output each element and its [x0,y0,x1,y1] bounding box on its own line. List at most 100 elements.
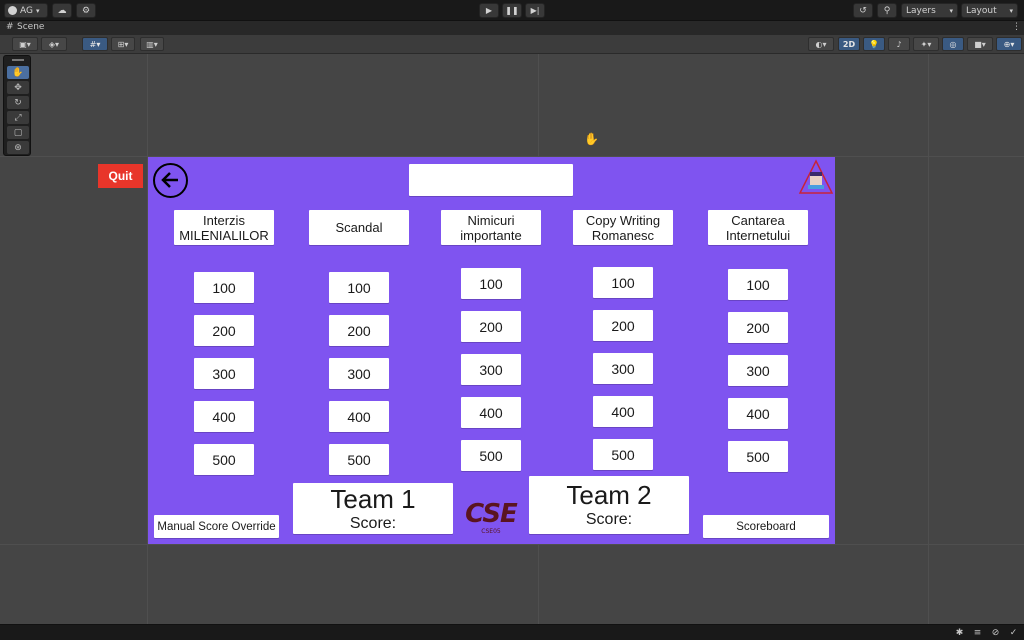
snap-button[interactable]: ⊞▾ [111,37,135,51]
gizmos-dropdown[interactable]: ⊕▾ [996,37,1022,51]
question-button[interactable]: 300 [329,358,389,389]
network-icon[interactable]: ⊘ [991,628,1000,638]
rotate-icon: ↻ [14,97,22,108]
rect-tool-button[interactable]: ▢ [7,126,29,139]
step-button[interactable]: ▶| [525,3,545,18]
pause-icon: ❚❚ [505,6,519,15]
question-button[interactable]: 500 [728,441,788,472]
grid-line [928,54,929,624]
transform-icon: ⊛ [14,142,22,153]
check-circle-icon[interactable]: ✓ [1009,628,1018,638]
account-label: AG [20,5,33,16]
cube-icon: ◈▾ [48,39,60,49]
question-button[interactable]: 200 [728,312,788,343]
scoreboard-button[interactable]: Scoreboard [703,515,829,538]
more-options-icon[interactable]: ⋮ [1012,22,1021,32]
draw-mode-button[interactable]: ▣▾ [12,37,38,51]
question-button[interactable]: 100 [593,267,653,298]
category-header: Interzis MILENIALILOR [174,210,274,245]
scene-toolbar: ▣▾ ◈▾ #▾ ⊞▾ ▥▾ ◐▾ 2D 💡 ♪ ✦▾ ◎ ■▾ ⊕▾ [0,35,1024,54]
gizmo-toggle-button[interactable]: #▾ [82,37,108,51]
undo-history-button[interactable]: ↺ [853,3,873,18]
question-button[interactable]: 100 [461,268,521,299]
question-button[interactable]: 400 [593,396,653,427]
question-button[interactable]: 100 [329,272,389,303]
grid-icon: # [6,22,14,32]
category-header: Scandal [309,210,409,245]
effects-dropdown[interactable]: ✦▾ [913,37,939,51]
cloud-button[interactable]: ☁ [52,3,72,18]
search-button[interactable]: ⚲ [877,3,897,18]
increment-snap-button[interactable]: ▥▾ [140,37,164,51]
game-canvas: Interzis MILENIALILOR Scandal Nimicuri i… [148,157,835,544]
question-button[interactable]: 500 [593,439,653,470]
layers-label: Layers [906,5,936,16]
scale-tool-button[interactable]: ⤢ [7,111,29,124]
cloud-icon: ☁ [57,5,67,16]
chevron-down-icon: ▾ [949,6,953,15]
manual-score-override-button[interactable]: Manual Score Override [154,515,279,538]
cse-logo-subtext: CSE05 [481,528,501,535]
grid-line [0,156,1024,157]
back-button[interactable] [153,163,188,198]
search-icon: ⚲ [883,5,891,16]
chevron-down-icon: ▾ [35,6,40,15]
ruler-icon: ▥▾ [146,39,158,49]
team1-panel: Team 1 Score: [293,483,453,534]
category-header: Nimicuri importante [441,210,541,245]
question-button[interactable]: 200 [461,311,521,342]
question-button[interactable]: 500 [329,444,389,475]
question-button[interactable]: 500 [194,444,254,475]
lighting-toggle[interactable]: 💡 [863,37,885,51]
question-button[interactable]: 100 [728,269,788,300]
question-button[interactable]: 300 [194,358,254,389]
snap-icon: ⊞▾ [117,39,129,49]
history-icon: ↺ [859,5,867,16]
hidden-objects-toggle[interactable]: ◎ [942,37,964,51]
team1-name: Team 1 [330,483,416,514]
question-button[interactable]: 300 [461,354,521,385]
hand-tool-button[interactable]: ✋ [7,66,29,79]
audio-toggle[interactable]: ♪ [888,37,910,51]
rect-icon: ▢ [13,127,23,138]
question-button[interactable]: 200 [329,315,389,346]
question-button[interactable]: 400 [329,401,389,432]
rotate-tool-button[interactable]: ↻ [7,96,29,109]
settings-icon: ⚙ [81,5,91,16]
toggle-2d-button[interactable]: 2D [838,37,860,51]
question-button[interactable]: 200 [194,315,254,346]
team2-name: Team 2 [566,480,652,510]
database-icon[interactable]: ≡ [973,628,982,638]
question-button[interactable]: 300 [593,353,653,384]
step-icon: ▶| [530,6,540,15]
scene-tab-bar: # Scene ⋮ [0,21,1024,35]
question-button[interactable]: 200 [593,310,653,341]
collab-button[interactable]: ⚙ [76,3,96,18]
quit-button[interactable]: Quit [98,164,143,188]
editor-status-bar: ✱ ≡ ⊘ ✓ [0,624,1024,640]
question-button[interactable]: 300 [728,355,788,386]
question-button[interactable]: 500 [461,440,521,471]
tab-scene[interactable]: Scene [17,22,45,32]
layers-dropdown[interactable]: Layers ▾ [901,3,958,18]
question-button[interactable]: 400 [194,401,254,432]
gizmos-icon: ⊕▾ [1003,39,1015,49]
team2-panel: Team 2 Score: [529,476,689,534]
camera-icon: ■▾ [974,39,986,49]
account-dropdown[interactable]: AG ▾ [4,3,48,18]
shading-button[interactable]: ◈▾ [41,37,67,51]
transform-tool-button[interactable]: ⊛ [7,141,29,154]
orientation-button[interactable]: ◐▾ [808,37,834,51]
question-button[interactable]: 400 [461,397,521,428]
pause-button[interactable]: ❚❚ [502,3,522,18]
move-tool-button[interactable]: ✥ [7,81,29,94]
play-button[interactable]: ▶ [479,3,499,18]
layout-dropdown[interactable]: Layout ▾ [961,3,1018,18]
question-button[interactable]: 400 [728,398,788,429]
category-header: Cantarea Internetului [708,210,808,245]
camera-dropdown[interactable]: ■▾ [967,37,993,51]
audio-icon: ♪ [896,39,902,49]
bug-icon[interactable]: ✱ [955,628,964,638]
question-button[interactable]: 100 [194,272,254,303]
panel-drag-handle[interactable] [12,59,24,61]
